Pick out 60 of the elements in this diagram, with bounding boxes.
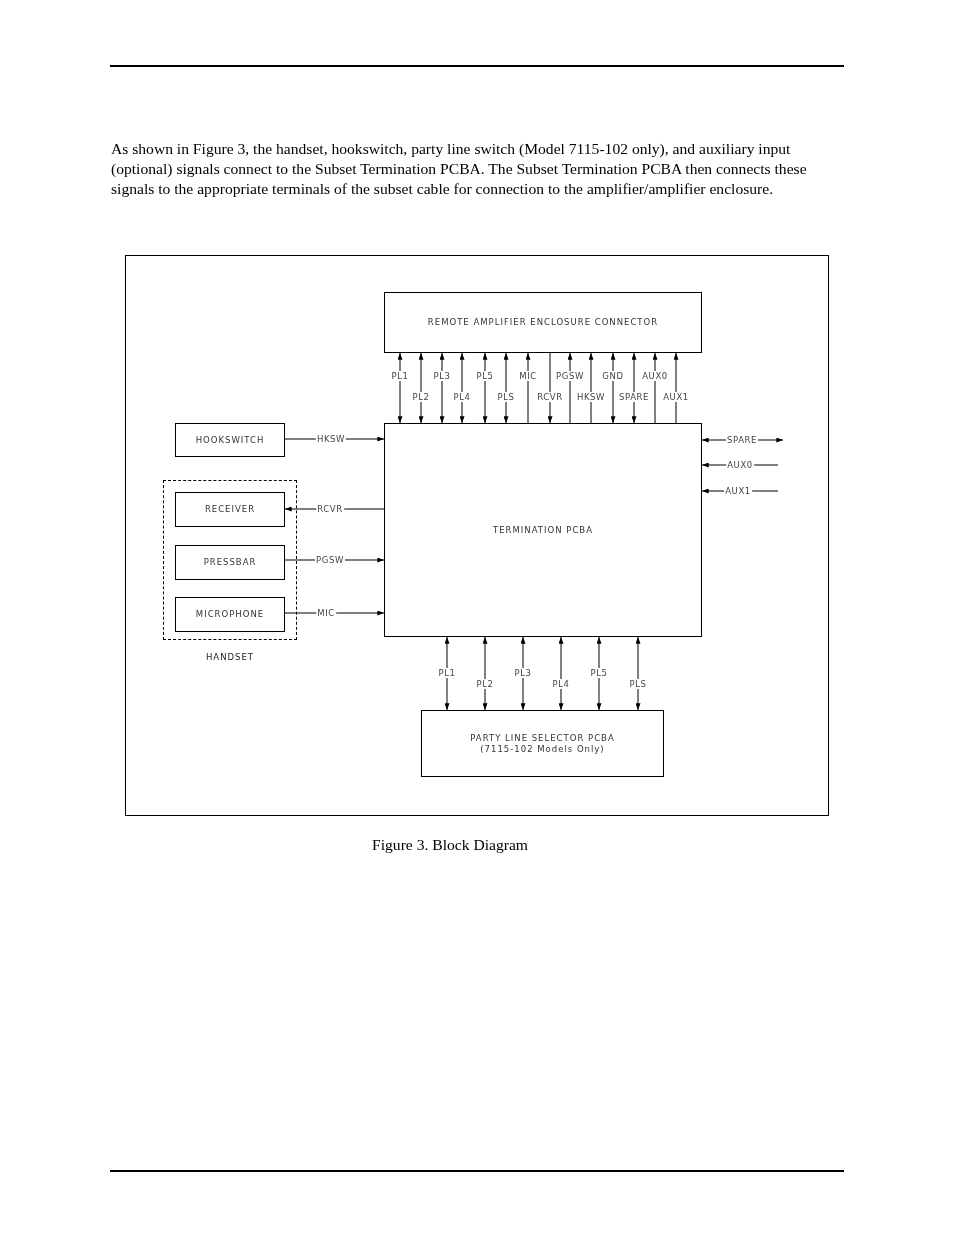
arrow <box>596 636 602 711</box>
arrow <box>525 352 531 424</box>
arrow <box>652 352 658 424</box>
signal-label: PGSW <box>555 371 585 381</box>
signal-label: HKSW <box>315 434 347 444</box>
arrow <box>610 352 616 424</box>
signal-label: AUX1 <box>724 486 752 496</box>
signal-label: PLS <box>496 392 516 402</box>
signal-label: PL3 <box>432 371 452 381</box>
block-box: REMOTE AMPLIFIER ENCLOSURE CONNECTOR <box>384 292 702 353</box>
arrow <box>503 352 509 424</box>
block-box: RECEIVER <box>175 492 285 527</box>
arrow <box>482 352 488 424</box>
body-paragraph: As shown in Figure 3, the handset, hookswitch, party line switch (Model 7115-102 only), and auxiliary input (optional) signals connect to the Subset Termination PCBA. The Subset Termination PCBA then connects these signals to the appropriate terminals of the subset cable for connection to the amplifier/amplifier enclosure. <box>111 139 808 199</box>
arrow <box>558 636 564 711</box>
arrow <box>673 352 679 424</box>
arrow <box>547 352 553 424</box>
block-box: PRESSBAR <box>175 545 285 580</box>
signal-label: AUX0 <box>641 371 669 381</box>
box-subtitle: (7115-102 Models Only) <box>480 743 605 755</box>
arrow <box>459 352 465 424</box>
signal-label: RCVR <box>536 392 564 402</box>
signal-label: HKSW <box>575 392 607 402</box>
arrow <box>631 352 637 424</box>
arrow <box>588 352 594 424</box>
arrow <box>520 636 526 711</box>
signal-label: PL1 <box>437 668 457 678</box>
signal-label: RCVR <box>316 504 344 514</box>
signal-label: MIC <box>316 608 336 618</box>
signal-label: PL5 <box>589 668 609 678</box>
group-label: HANDSET <box>204 652 256 662</box>
figure-caption: Figure 3. Block Diagram <box>371 836 529 854</box>
arrow <box>397 352 403 424</box>
signal-label: PL2 <box>475 679 495 689</box>
arrow <box>567 352 573 424</box>
signal-label: AUX0 <box>726 460 754 470</box>
signal-label: PLS <box>628 679 648 689</box>
signal-label: PL1 <box>390 371 410 381</box>
signal-label: PL4 <box>452 392 472 402</box>
signal-label: PL5 <box>475 371 495 381</box>
block-box: MICROPHONE <box>175 597 285 632</box>
arrow <box>284 610 385 616</box>
signal-label: PL3 <box>513 668 533 678</box>
block-box: TERMINATION PCBA <box>384 423 702 637</box>
signal-label: PL4 <box>551 679 571 689</box>
signal-label: GND <box>601 371 625 381</box>
arrow <box>635 636 641 711</box>
signal-label: PGSW <box>315 555 345 565</box>
signal-label: PL2 <box>411 392 431 402</box>
signal-label: MIC <box>518 371 538 381</box>
arrow <box>439 352 445 424</box>
arrow <box>482 636 488 711</box>
signal-label: SPARE <box>725 435 759 445</box>
box-title: PARTY LINE SELECTOR PCBA <box>470 732 615 744</box>
signal-label: AUX1 <box>662 392 690 402</box>
signal-label: SPARE <box>617 392 651 402</box>
arrow <box>444 636 450 711</box>
arrow <box>418 352 424 424</box>
block-box <box>421 710 664 777</box>
block-box: HOOKSWITCH <box>175 423 285 457</box>
